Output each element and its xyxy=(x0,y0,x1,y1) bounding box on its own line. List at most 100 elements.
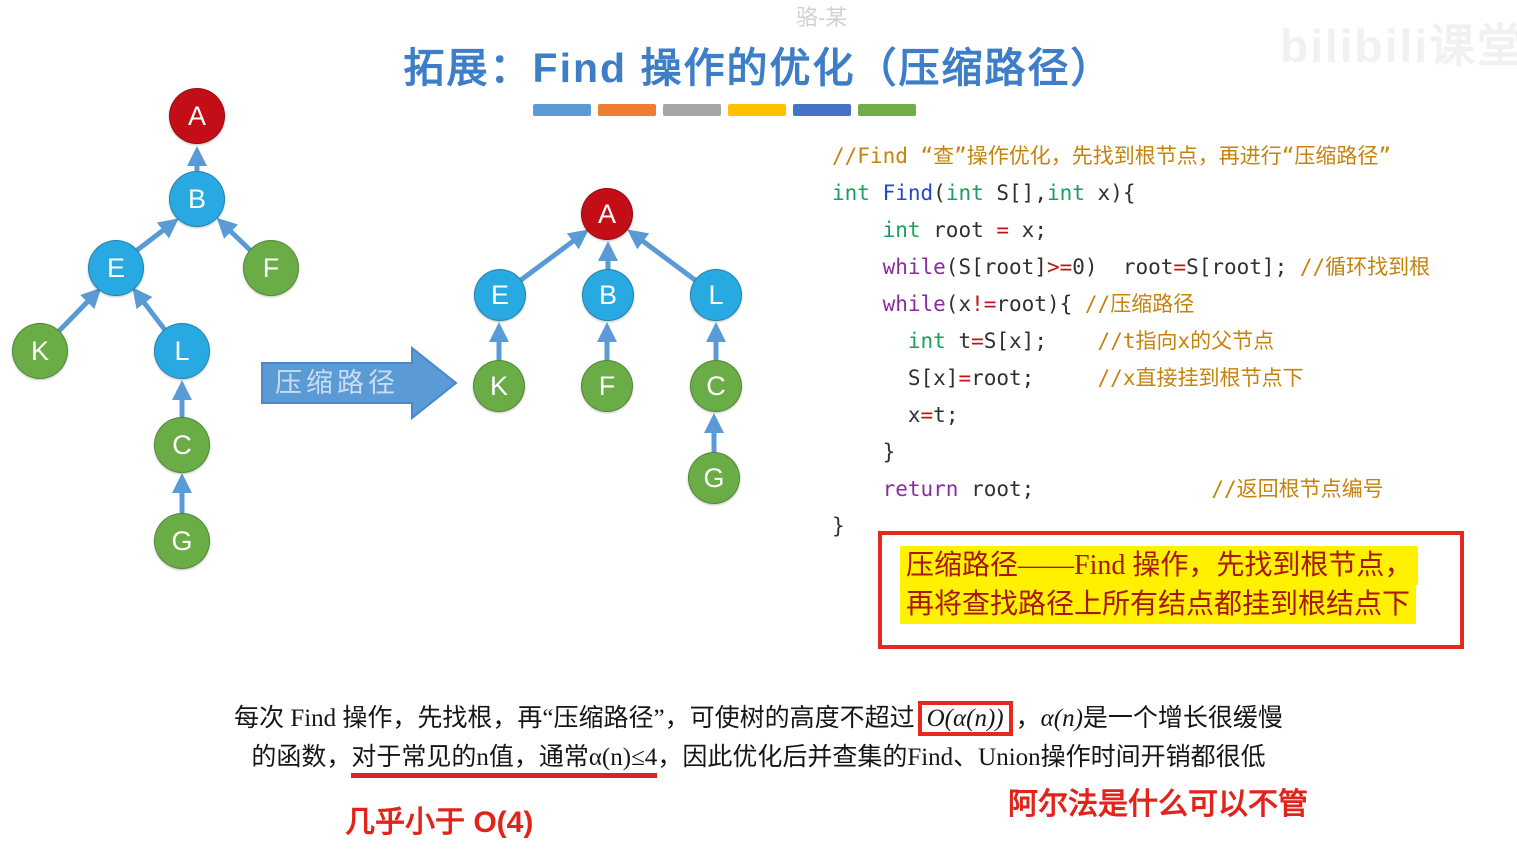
divider-bar xyxy=(858,104,916,116)
title-divider-bars xyxy=(533,104,916,116)
divider-bar xyxy=(663,104,721,116)
compress-arrow-label: 压缩路径 xyxy=(275,368,399,398)
code-line: while(x!=root){ //压缩路径 xyxy=(832,286,1430,323)
complexity-red-box: O(α(n)) xyxy=(917,701,1013,736)
watermark-author: 骆-某 xyxy=(796,5,848,30)
paragraph-text: ， xyxy=(1015,705,1041,732)
code-token xyxy=(832,477,883,501)
code-token: while xyxy=(882,292,946,316)
edge-L-A-after xyxy=(627,229,698,283)
paragraph-line-2: 的函数，对于常见的n值，通常α(n)≤4，因此优化后并查集的Find、Union… xyxy=(0,738,1517,778)
code-token: return xyxy=(882,477,959,501)
divider-bar xyxy=(598,104,656,116)
code-line: int t=S[x]; //t指向x的父节点 xyxy=(832,323,1430,360)
edge-K-E xyxy=(56,287,102,334)
code-token: int xyxy=(832,181,883,205)
code-line: S[x]=root; //x直接挂到根节点下 xyxy=(832,360,1430,397)
alpha-term: α(n) xyxy=(1040,705,1083,732)
code-line: while(S[root]>=0) root=S[root]; //循环找到根 xyxy=(832,249,1431,286)
code-line: int Find(int S[],int x){ xyxy=(832,175,1430,212)
tree-node-before-A: A xyxy=(169,88,225,144)
tree-node-before-E: E xyxy=(88,240,144,296)
code-token: //返回根节点编号 xyxy=(1211,477,1384,501)
edge-F-B xyxy=(216,217,254,254)
code-token: int xyxy=(907,329,946,353)
code-line: } xyxy=(832,434,1430,471)
code-token: ( xyxy=(933,181,946,205)
code-token: (x xyxy=(945,292,972,316)
code-token: x){ xyxy=(1084,181,1136,205)
tree-node-after-F: F xyxy=(581,360,633,412)
tree-node-after-L: L xyxy=(690,269,742,321)
code-token: //压缩路径 xyxy=(1084,292,1195,316)
code-line: //Find “查”操作优化，先找到根节点，再进行“压缩路径” xyxy=(832,138,1430,175)
code-token xyxy=(832,329,908,353)
code-token: t; xyxy=(933,403,959,427)
tree-node-after-G: G xyxy=(688,452,740,504)
tree-node-after-C: C xyxy=(690,360,742,412)
code-token: S[root]; xyxy=(1186,255,1300,279)
code-token: S[x]; xyxy=(983,329,1098,353)
code-token: Find xyxy=(882,181,934,205)
code-block: //Find “查”操作优化，先找到根节点，再进行“压缩路径” int Find… xyxy=(832,138,1430,545)
code-token: t xyxy=(945,329,972,353)
code-token: root; xyxy=(958,477,1212,501)
code-token: root xyxy=(920,218,997,242)
tree-node-after-E: E xyxy=(474,269,526,321)
code-token: S[], xyxy=(983,181,1047,205)
annotation-alpha-ignore: 阿尔法是什么可以不管 xyxy=(1008,788,1308,821)
callout-line-1: 压缩路径——Find 操作，先找到根节点， xyxy=(900,546,1419,585)
code-token: (S[root] xyxy=(945,255,1047,279)
code-token: } xyxy=(832,514,845,538)
code-token: //t指向x的父节点 xyxy=(1097,329,1275,353)
page-title: 拓展：Find 操作的优化（压缩路径） xyxy=(403,45,1114,91)
tree-node-after-A: A xyxy=(581,188,633,240)
tree-node-before-F: F xyxy=(243,240,299,296)
code-token: //循环找到根 xyxy=(1299,255,1431,279)
tree-node-before-B: B xyxy=(169,171,225,227)
tree-node-after-B: B xyxy=(582,269,634,321)
code-token: root){ xyxy=(996,292,1085,316)
callout-box: 压缩路径——Find 操作，先找到根节点， 再将查找路径上所有结点都挂到根结点下 xyxy=(878,531,1464,649)
underlined-phrase: 对于常见的n值，通常α(n)≤4 xyxy=(351,744,658,778)
paragraph-text: 每次 Find 操作，先找根，再“压缩路径”，可使树的高度不超过 xyxy=(234,705,915,732)
divider-bar xyxy=(728,104,786,116)
code-token: = xyxy=(958,366,972,390)
divider-bar xyxy=(793,104,851,116)
code-token: = xyxy=(1173,255,1187,279)
watermark-bilibili: bilibili课堂 xyxy=(1280,20,1517,72)
compress-arrow-shape xyxy=(261,345,458,421)
code-token: >= xyxy=(1046,255,1073,279)
code-token: S[x] xyxy=(832,366,959,390)
edge-E-B xyxy=(133,218,179,254)
code-token: int xyxy=(882,218,921,242)
paragraph-text: 是一个增长很缓慢 xyxy=(1082,705,1283,732)
paragraph-text: 的函数， xyxy=(251,744,352,771)
tree-node-before-K: K xyxy=(12,323,68,379)
code-token: //Find “查”操作优化，先找到根节点，再进行“压缩路径” xyxy=(832,144,1392,168)
code-token: = xyxy=(920,403,934,427)
tree-node-before-G: G xyxy=(154,513,210,569)
code-line: int root = x; xyxy=(832,212,1430,249)
callout-line-2: 再将查找路径上所有结点都挂到根结点下 xyxy=(900,585,1417,624)
code-token: = xyxy=(971,329,984,353)
code-line: } xyxy=(832,508,1430,545)
code-token: } xyxy=(832,440,896,464)
code-token xyxy=(832,255,883,279)
tree-node-after-K: K xyxy=(473,360,525,412)
code-token: x xyxy=(832,403,921,427)
code-token xyxy=(832,292,883,316)
code-token: 0) root xyxy=(1072,255,1174,279)
code-line: return root; //返回根节点编号 xyxy=(832,471,1430,508)
code-token xyxy=(832,218,883,242)
code-token: x; xyxy=(1009,218,1047,242)
divider-bar xyxy=(533,104,591,116)
edge-L-E xyxy=(132,287,168,333)
code-line: x=t; xyxy=(832,397,1430,434)
tree-node-before-C: C xyxy=(154,417,210,473)
code-token: //x直接挂到根节点下 xyxy=(1097,366,1304,390)
